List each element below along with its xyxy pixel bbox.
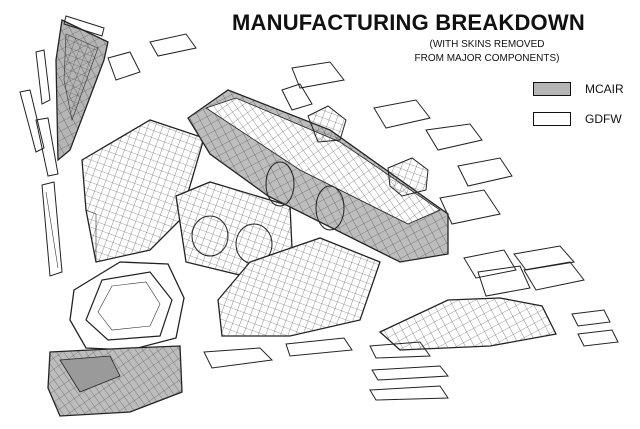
access-panels-upper: [107, 33, 345, 111]
wing-tip-panel: [63, 15, 105, 37]
subtitle-line-2: FROM MAJOR COMPONENTS): [414, 53, 560, 64]
diagram-title: MANUFACTURING BREAKDOWN: [232, 10, 585, 35]
legend-label-gdfw: GDFW: [585, 112, 622, 126]
left-wing-box: [81, 119, 205, 263]
right-wing-structure: [217, 237, 381, 337]
access-panels-right: [373, 99, 585, 297]
legend-label-mcair: MCAIR: [585, 82, 624, 96]
forward-fuselage: [47, 261, 185, 417]
legend-item-mcair: MCAIR: [533, 82, 624, 96]
control-surfaces: [203, 309, 619, 401]
diagram-subtitle: (WITH SKINS REMOVED FROM MAJOR COMPONENT…: [397, 38, 577, 66]
legend-swatch-gdfw: [533, 112, 571, 126]
subtitle-line-1: (WITH SKINS REMOVED: [429, 39, 545, 50]
right-outer-wing: [378, 297, 557, 351]
legend-swatch-mcair: [533, 82, 571, 96]
leading-edge-strips: [19, 49, 63, 277]
main-keel-beam: [187, 89, 449, 263]
legend-item-gdfw: GDFW: [533, 112, 622, 126]
fitting-bracket: [307, 105, 347, 143]
equipment-box: [387, 157, 429, 197]
center-fuselage-box: [175, 181, 293, 279]
outer-wing-triangle: [55, 19, 109, 162]
